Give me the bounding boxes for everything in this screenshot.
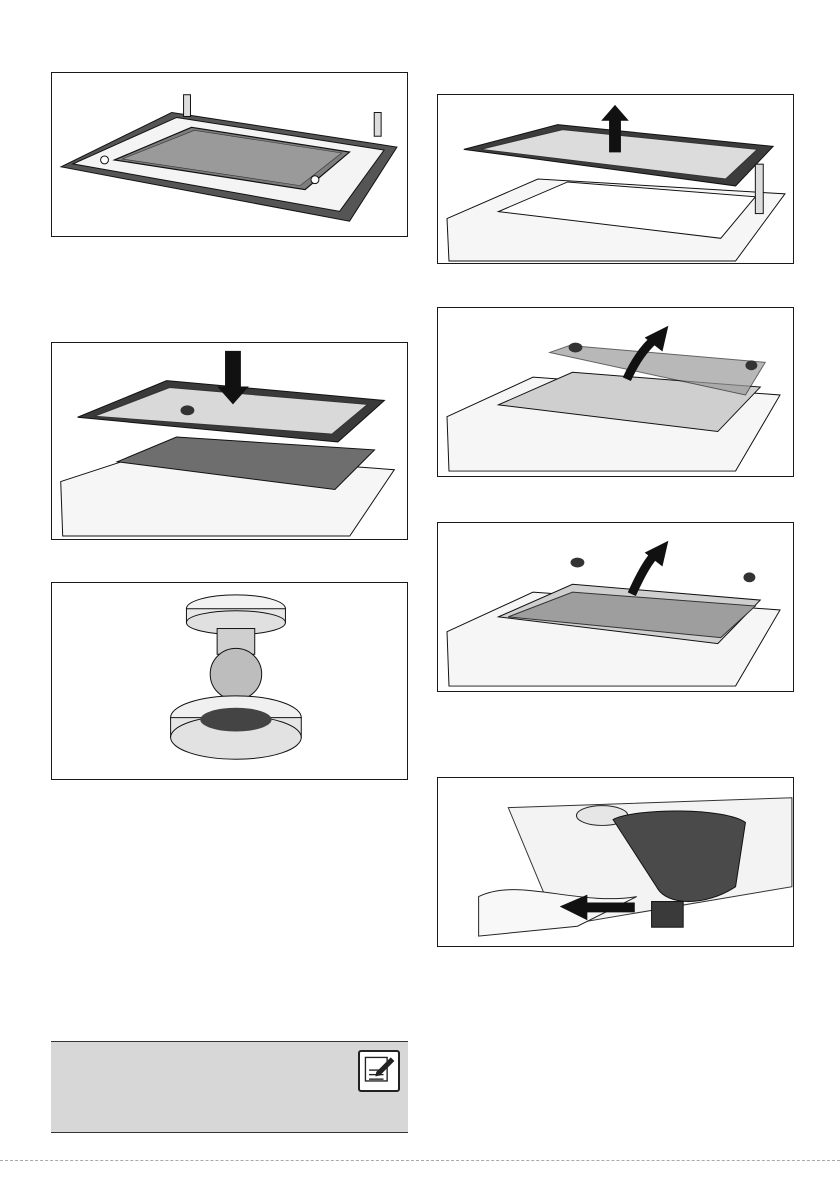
insert-glass-illustration (52, 343, 407, 539)
note-box (51, 1041, 408, 1133)
pencil-note-icon (358, 1050, 400, 1092)
figure-tilt-inner-glass (437, 307, 794, 477)
door-frame-glass-illustration (52, 73, 407, 236)
figure-remove-outer-glass (437, 94, 794, 264)
knob-seal-illustration (52, 583, 407, 779)
figure-lift-inner-glass (437, 522, 794, 692)
tilt-inner-glass-illustration (438, 308, 793, 476)
figure-door-frame-glass (51, 72, 408, 237)
page-footer-rule (0, 1160, 840, 1161)
lift-inner-glass-illustration (438, 523, 793, 691)
figure-insert-glass (51, 342, 408, 540)
remove-outer-glass-illustration (438, 95, 793, 263)
figure-knob-seal-detail (51, 582, 408, 780)
figure-clip-insert-detail (437, 777, 794, 947)
clip-insert-illustration (438, 778, 793, 946)
